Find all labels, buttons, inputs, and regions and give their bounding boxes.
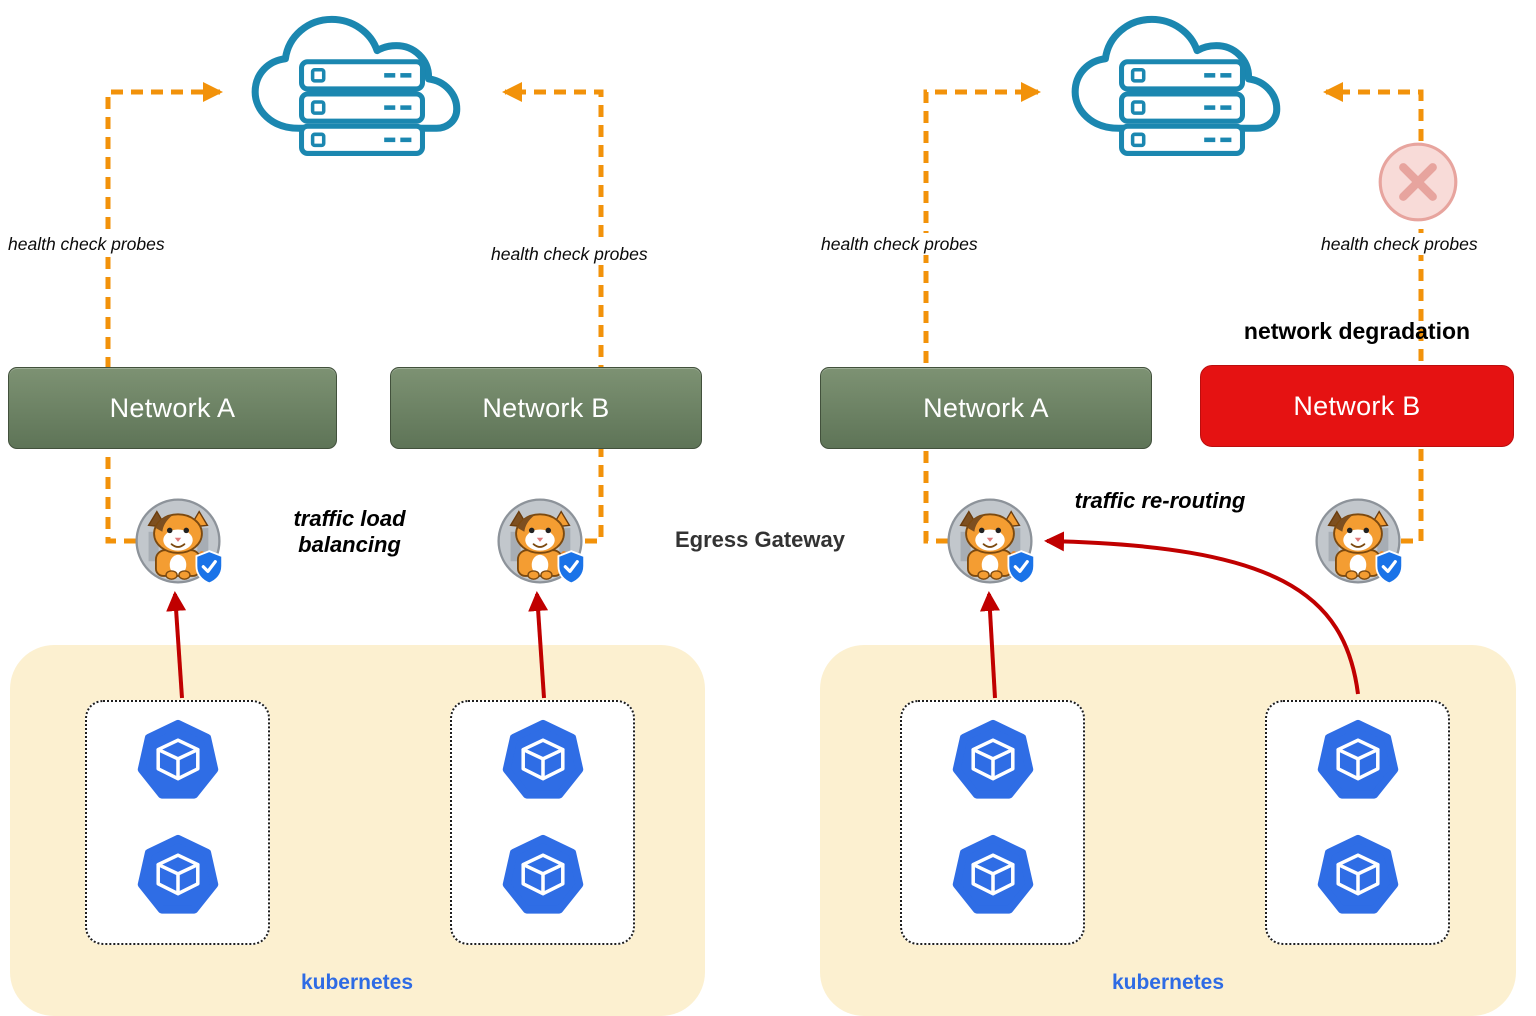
workload-box-left-1 bbox=[85, 700, 270, 945]
health-check-probes-label: health check probes bbox=[817, 233, 982, 256]
network-b-label: Network B bbox=[1293, 390, 1421, 421]
health-probe-line-left-b bbox=[502, 82, 604, 544]
health-check-probes-label: health check probes bbox=[1317, 233, 1482, 256]
kubernetes-pod-icon bbox=[499, 831, 587, 919]
traffic-re-routing-label: traffic re-routing bbox=[1074, 488, 1246, 513]
external-service-left bbox=[225, 0, 497, 192]
network-b-label: Network B bbox=[482, 392, 610, 423]
kubernetes-pod-icon bbox=[949, 716, 1037, 804]
network-b-box-left: Network B bbox=[390, 367, 702, 449]
cloud-server-icon bbox=[1055, 5, 1307, 187]
traffic-load-balancing-label: traffic load balancing bbox=[293, 506, 406, 557]
egress-gateway-icon bbox=[132, 495, 224, 587]
failed-probe-x-icon bbox=[1376, 140, 1460, 224]
kubernetes-label-left: kubernetes bbox=[300, 971, 414, 994]
kubernetes-pod-icon bbox=[1314, 831, 1402, 919]
health-check-probes-label: health check probes bbox=[4, 233, 169, 256]
workload-box-right-2 bbox=[1265, 700, 1450, 945]
kubernetes-label-right: kubernetes bbox=[1111, 971, 1225, 994]
network-a-box-right: Network A bbox=[820, 367, 1152, 449]
kubernetes-pod-icon bbox=[499, 716, 587, 804]
health-check-probes-label: health check probes bbox=[487, 243, 652, 266]
network-a-label: Network A bbox=[923, 392, 1049, 423]
network-degradation-label: network degradation bbox=[1243, 318, 1471, 344]
kubernetes-pod-icon bbox=[949, 831, 1037, 919]
network-a-box-left: Network A bbox=[8, 367, 337, 449]
network-b-box-degraded: Network B bbox=[1200, 365, 1514, 447]
workload-box-right-1 bbox=[900, 700, 1085, 945]
health-probe-line-right-a bbox=[923, 82, 1041, 544]
egress-gateway-label: Egress Gateway bbox=[675, 527, 845, 552]
health-probe-line-left-a bbox=[105, 82, 223, 544]
egress-gateway-icon bbox=[1312, 495, 1404, 587]
kubernetes-pod-icon bbox=[134, 831, 222, 919]
kubernetes-pod-icon bbox=[1314, 716, 1402, 804]
egress-gateway-icon bbox=[494, 495, 586, 587]
egress-gateway-icon bbox=[944, 495, 1036, 587]
external-service-right bbox=[1045, 0, 1317, 192]
cloud-server-icon bbox=[235, 5, 487, 187]
network-a-label: Network A bbox=[109, 392, 236, 423]
workload-box-left-2 bbox=[450, 700, 635, 945]
kubernetes-pod-icon bbox=[134, 716, 222, 804]
